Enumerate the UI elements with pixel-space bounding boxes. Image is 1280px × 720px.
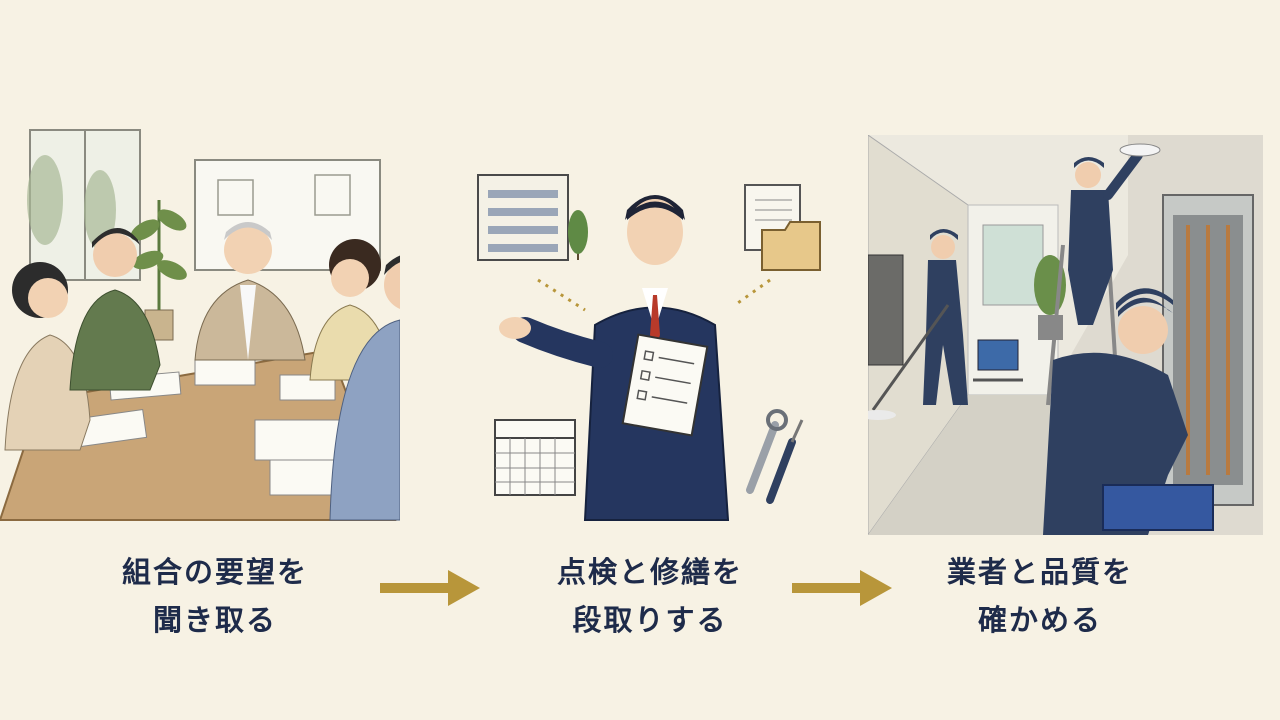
folder-icon bbox=[744, 184, 821, 271]
calendar-icon bbox=[494, 419, 576, 496]
step-3-line-1: 業者と品質を bbox=[946, 555, 1133, 589]
step-1-caption: 組合の要望を 聞き取る bbox=[100, 548, 330, 644]
step-2-line-1: 点検と修繕を bbox=[556, 555, 743, 589]
tools-icon bbox=[746, 409, 804, 504]
step-3-caption: 業者と品質を 確かめる bbox=[920, 548, 1160, 644]
manager-figure bbox=[499, 195, 730, 521]
step-3-line-2: 確かめる bbox=[977, 603, 1102, 637]
step-2-caption: 点検と修繕を 段取りする bbox=[530, 548, 770, 644]
building-icon bbox=[477, 174, 588, 261]
arrow-right-icon bbox=[792, 570, 892, 606]
manager-illustration bbox=[470, 170, 830, 530]
workers-illustration bbox=[868, 135, 1263, 535]
worker-mopping bbox=[868, 229, 968, 420]
step-1-line-2: 聞き取る bbox=[152, 603, 277, 637]
step-2-line-2: 段取りする bbox=[572, 603, 728, 637]
worker-ladder bbox=[1046, 143, 1161, 406]
meeting-illustration bbox=[0, 120, 400, 525]
worker-kneeling bbox=[1043, 288, 1214, 535]
step-1-line-1: 組合の要望を bbox=[121, 555, 308, 589]
arrow-right-icon bbox=[380, 570, 480, 606]
